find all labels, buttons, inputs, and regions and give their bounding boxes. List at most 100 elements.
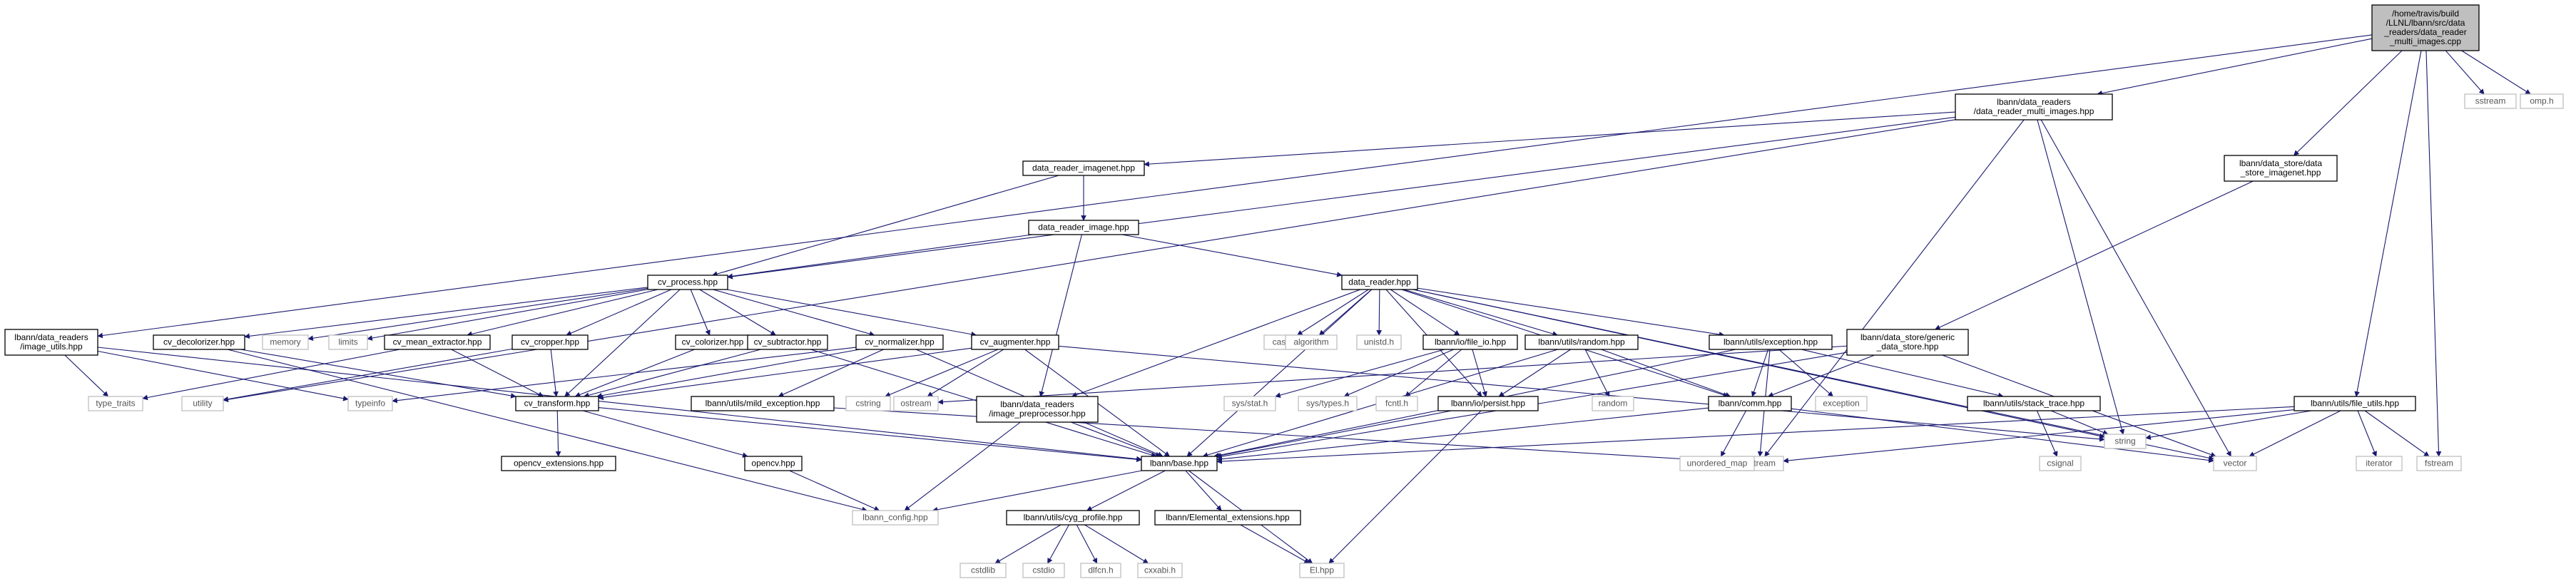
node-box: [1708, 396, 1792, 411]
edge-cvcropper-to-cvtransform: [550, 349, 559, 397]
node-box: [2356, 456, 2403, 471]
node-vector: vector: [2213, 456, 2257, 471]
edge-cygprofile-to-dlfcn: [1076, 524, 1098, 564]
node-box: [2224, 155, 2338, 182]
node-imgpre[interactable]: lbann/data_readers/image_preprocessor.hp…: [976, 396, 1099, 423]
node-drimagenet[interactable]: data_reader_imagenet.hpp: [1022, 160, 1145, 176]
node-imgutils[interactable]: lbann/data_readers/image_utils.hpp: [4, 329, 98, 356]
edge-datareader-to-fileio: [1390, 289, 1460, 336]
node-limits: limits: [328, 334, 368, 350]
edge-genericds-to-ostream: [937, 345, 1848, 405]
node-box: [153, 334, 245, 350]
node-fstream: fstream: [2416, 456, 2462, 471]
edge-cvtransform-to-opencv: [582, 410, 748, 458]
node-cvmean[interactable]: cv_mean_extractor.hpp: [384, 334, 491, 350]
node-mildexc[interactable]: lbann/utils/mild_exception.hpp: [691, 396, 835, 411]
node-box: [1967, 396, 2101, 411]
node-drimage[interactable]: data_reader_image.hpp: [1028, 220, 1139, 235]
node-omp: omp.h: [2520, 93, 2564, 109]
node-label-line: lbann/data_readers: [14, 332, 88, 342]
node-root[interactable]: /home/travis/build/LLNL/lbann/src/data_r…: [2371, 4, 2480, 51]
edge-drmi-to-string: [2037, 119, 2125, 435]
node-box: [971, 334, 1059, 350]
edge-datareader-to-exception: [1417, 287, 1725, 337]
node-memory: memory: [262, 334, 309, 350]
node-fileutils[interactable]: lbann/utils/file_utils.hpp: [2294, 396, 2416, 411]
node-box: [1955, 93, 2113, 121]
edge-comm-to-unorderedmap: [1720, 410, 1747, 457]
node-box: [1285, 334, 1338, 350]
node-exception[interactable]: lbann/utils/exception.hpp: [1709, 334, 1833, 350]
edge-root-to-drmi: [2097, 38, 2373, 96]
edge-imgpre-to-base: [1070, 421, 1161, 458]
node-drmi[interactable]: lbann/data_readers/data_reader_multi_ima…: [1955, 93, 2113, 121]
edge-drmi-to-drimagenet: [1144, 111, 1956, 167]
node-stacktrace[interactable]: lbann/utils/stack_trace.hpp: [1967, 396, 2101, 411]
node-fcntl: fcntl.h: [1375, 396, 1418, 411]
edge-elemext-to-elhpp: [1240, 524, 1310, 564]
node-cvcropper[interactable]: cv_cropper.hpp: [511, 334, 589, 350]
node-label-line: El.hpp: [1310, 565, 1334, 575]
node-box: [1422, 334, 1518, 350]
node-box: [181, 396, 224, 411]
node-dsimagenet[interactable]: lbann/data_store/data_store_imagenet.hpp: [2224, 155, 2338, 182]
edge-drmi-to-cvprocess: [727, 116, 1956, 280]
node-label-line: algorithm: [1293, 337, 1328, 347]
node-label-line: limits: [338, 337, 357, 347]
node-box: [959, 563, 1007, 578]
node-cvnormalizer[interactable]: cv_normalizer.hpp: [855, 334, 944, 350]
node-box: [328, 334, 368, 350]
edge-exception-to-comm: [1751, 349, 1769, 397]
node-opencvext[interactable]: opencv_extensions.hpp: [501, 456, 616, 471]
edge-random-to-persist: [1498, 349, 1572, 397]
node-label-line: fcntl.h: [1385, 399, 1408, 409]
node-label-line: lbann/utils/file_utils.hpp: [2311, 399, 2399, 409]
edge-comm-to-vector: [1791, 408, 2214, 463]
node-box: [1154, 510, 1301, 526]
node-genericds[interactable]: lbann/data_store/generic_data_store.hpp: [1846, 329, 1969, 356]
edge-datareader-to-random: [1403, 289, 1559, 337]
node-label-line: sys/types.h: [1306, 399, 1349, 409]
edge-random-to-comm: [1601, 349, 1731, 398]
node-datareader[interactable]: data_reader.hpp: [1341, 275, 1418, 290]
node-cvdecolorizer[interactable]: cv_decolorizer.hpp: [153, 334, 245, 350]
node-label-line: /image_preprocessor.hpp: [989, 409, 1086, 419]
node-cvtransform[interactable]: cv_transform.hpp: [515, 396, 599, 411]
edge-fileutils-to-iostream: [1783, 409, 2295, 463]
node-cygprofile[interactable]: lbann/utils/cyg_profile.hpp: [1006, 510, 1140, 526]
node-typeinfo: typeinfo: [347, 396, 393, 411]
node-box: [2416, 456, 2462, 471]
edge-dsimagenet-to-genericds: [1934, 180, 2254, 330]
node-label-line: type_traits: [96, 399, 135, 409]
node-label-line: cv_subtractor.hpp: [754, 337, 822, 347]
edge-fileutils-to-vector: [2249, 410, 2341, 457]
node-label-line: lbann/utils/mild_exception.hpp: [706, 399, 820, 409]
edge-cvsubtractor-to-cvtransform: [583, 349, 761, 398]
node-iterator: iterator: [2356, 456, 2403, 471]
node-random[interactable]: lbann/utils/random.hpp: [1524, 334, 1639, 350]
node-box: [893, 396, 939, 411]
node-base[interactable]: lbann/base.hpp: [1141, 456, 1218, 471]
node-box: [501, 456, 616, 471]
node-cvaugmenter[interactable]: cv_augmenter.hpp: [971, 334, 1059, 350]
node-box: [262, 334, 309, 350]
node-cvprocess[interactable]: cv_process.hpp: [647, 275, 728, 290]
edge-root-to-sstream: [2445, 50, 2485, 95]
node-persist[interactable]: lbann/io/persist.hpp: [1437, 396, 1539, 411]
node-label-line: dlfcn.h: [1088, 565, 1113, 575]
node-string: string: [2104, 434, 2147, 449]
node-elemext[interactable]: lbann/Elemental_extensions.hpp: [1154, 510, 1301, 526]
node-cvsubtractor[interactable]: cv_subtractor.hpp: [747, 334, 828, 350]
node-comm[interactable]: lbann/comm.hpp: [1708, 396, 1792, 411]
node-box: [845, 396, 891, 411]
edge-cvprocess-to-cvaugmenter: [726, 289, 977, 337]
node-randomstd: random: [1592, 396, 1634, 411]
node-label-line: /image_utils.hpp: [20, 342, 83, 352]
edge-drmi-to-vector: [2040, 119, 2231, 457]
node-label-line: cxxabi.h: [1144, 565, 1176, 575]
node-fileio[interactable]: lbann/io/file_io.hpp: [1422, 334, 1518, 350]
node-box: [855, 334, 944, 350]
node-cvcolorizer[interactable]: cv_colorizer.hpp: [675, 334, 750, 350]
edge-root-to-fstream: [2425, 50, 2442, 457]
node-opencv[interactable]: opencv.hpp: [744, 456, 803, 471]
